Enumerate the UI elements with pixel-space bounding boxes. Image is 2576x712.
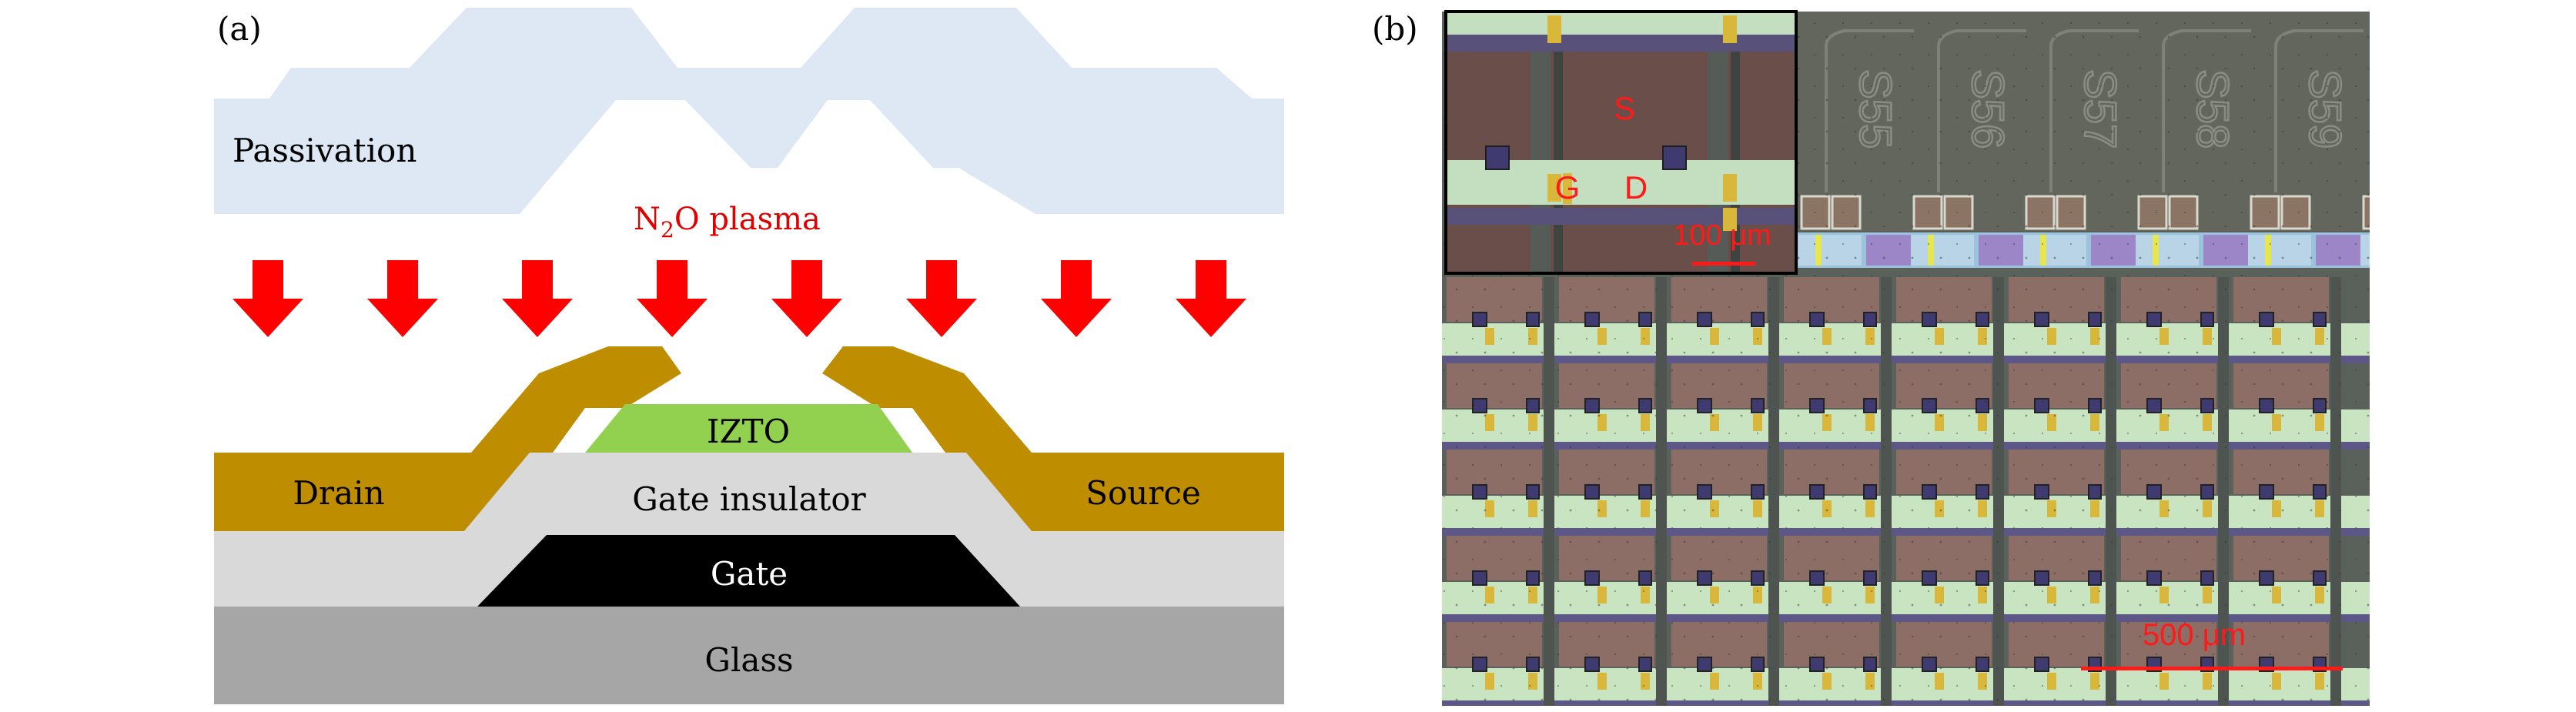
plasma-arrow <box>1041 260 1112 337</box>
drain-layer <box>214 346 681 531</box>
inset-tft-pad <box>1662 145 1687 170</box>
inset-source-label: S <box>1614 90 1635 126</box>
gate-layer <box>477 535 1020 607</box>
plasma-arrow <box>906 260 977 337</box>
plasma-arrows <box>233 260 1246 337</box>
izto-layer <box>585 404 912 453</box>
inset-gate-line <box>1446 208 1796 225</box>
source-layer <box>822 346 1284 531</box>
contact-pad <box>2394 196 2422 229</box>
scale-bar <box>2081 667 2343 670</box>
gate-label: Gate <box>711 555 788 593</box>
passivation-layer <box>214 8 1284 214</box>
inset-gold-contact <box>1563 173 1572 204</box>
inset-gate-label: G <box>1555 169 1581 206</box>
micrograph: S55S56S57S58S59 500 μm <box>1442 12 2473 706</box>
n2o-plasma-label: N2O plasma <box>634 202 821 242</box>
plasma-arrow <box>771 260 842 337</box>
plasma-arrow <box>1176 260 1246 337</box>
bus-segment <box>2377 235 2384 266</box>
inset-gold-contact <box>1723 15 1737 43</box>
glass-layer <box>214 607 1284 704</box>
glass-label: Glass <box>704 641 793 679</box>
bus-segment <box>2428 235 2473 266</box>
inset-gold-contact <box>1723 208 1737 231</box>
plasma-arrow <box>367 260 438 337</box>
source-label: Source <box>1086 474 1201 512</box>
inset-data-line <box>1531 12 1551 273</box>
inset-scale-bar <box>1692 262 1755 266</box>
inset-drain-label: D <box>1624 169 1648 206</box>
inset-gold-contact <box>1547 15 1561 43</box>
panel-a-label: (a) <box>217 10 262 48</box>
plasma-arrow <box>233 260 303 337</box>
drain-label: Drain <box>293 474 384 512</box>
inset-tft-pad <box>1485 145 1510 170</box>
panel-b: (b) S55S56S57S58S59 500 μm <box>1372 10 2473 706</box>
plasma-arrow <box>502 260 573 337</box>
passivation-label: Passivation <box>233 132 417 169</box>
gate-insulator-label: Gate insulator <box>632 480 866 518</box>
scale-bar-label: 500 μm <box>2143 618 2246 652</box>
gate-insulator-layer <box>214 453 1284 607</box>
inset-border <box>1444 10 1798 275</box>
inset-gold-contact <box>1723 174 1737 202</box>
inset-gate-line <box>1446 35 1796 52</box>
izto-label: IZTO <box>707 413 790 450</box>
panel-a: (a) Passivation N2O plasma Glass Gate Ga… <box>214 8 1284 704</box>
inset-bus <box>1446 12 1796 35</box>
inset-micrograph: S G D 100 μm <box>1444 10 1798 275</box>
inset-gold-contact <box>1547 174 1561 202</box>
plasma-arrow <box>637 260 708 337</box>
bus-segment <box>2360 235 2370 266</box>
inset-scale-bar-label: 100 μm <box>1673 219 1771 252</box>
panel-b-label: (b) <box>1372 10 1418 48</box>
